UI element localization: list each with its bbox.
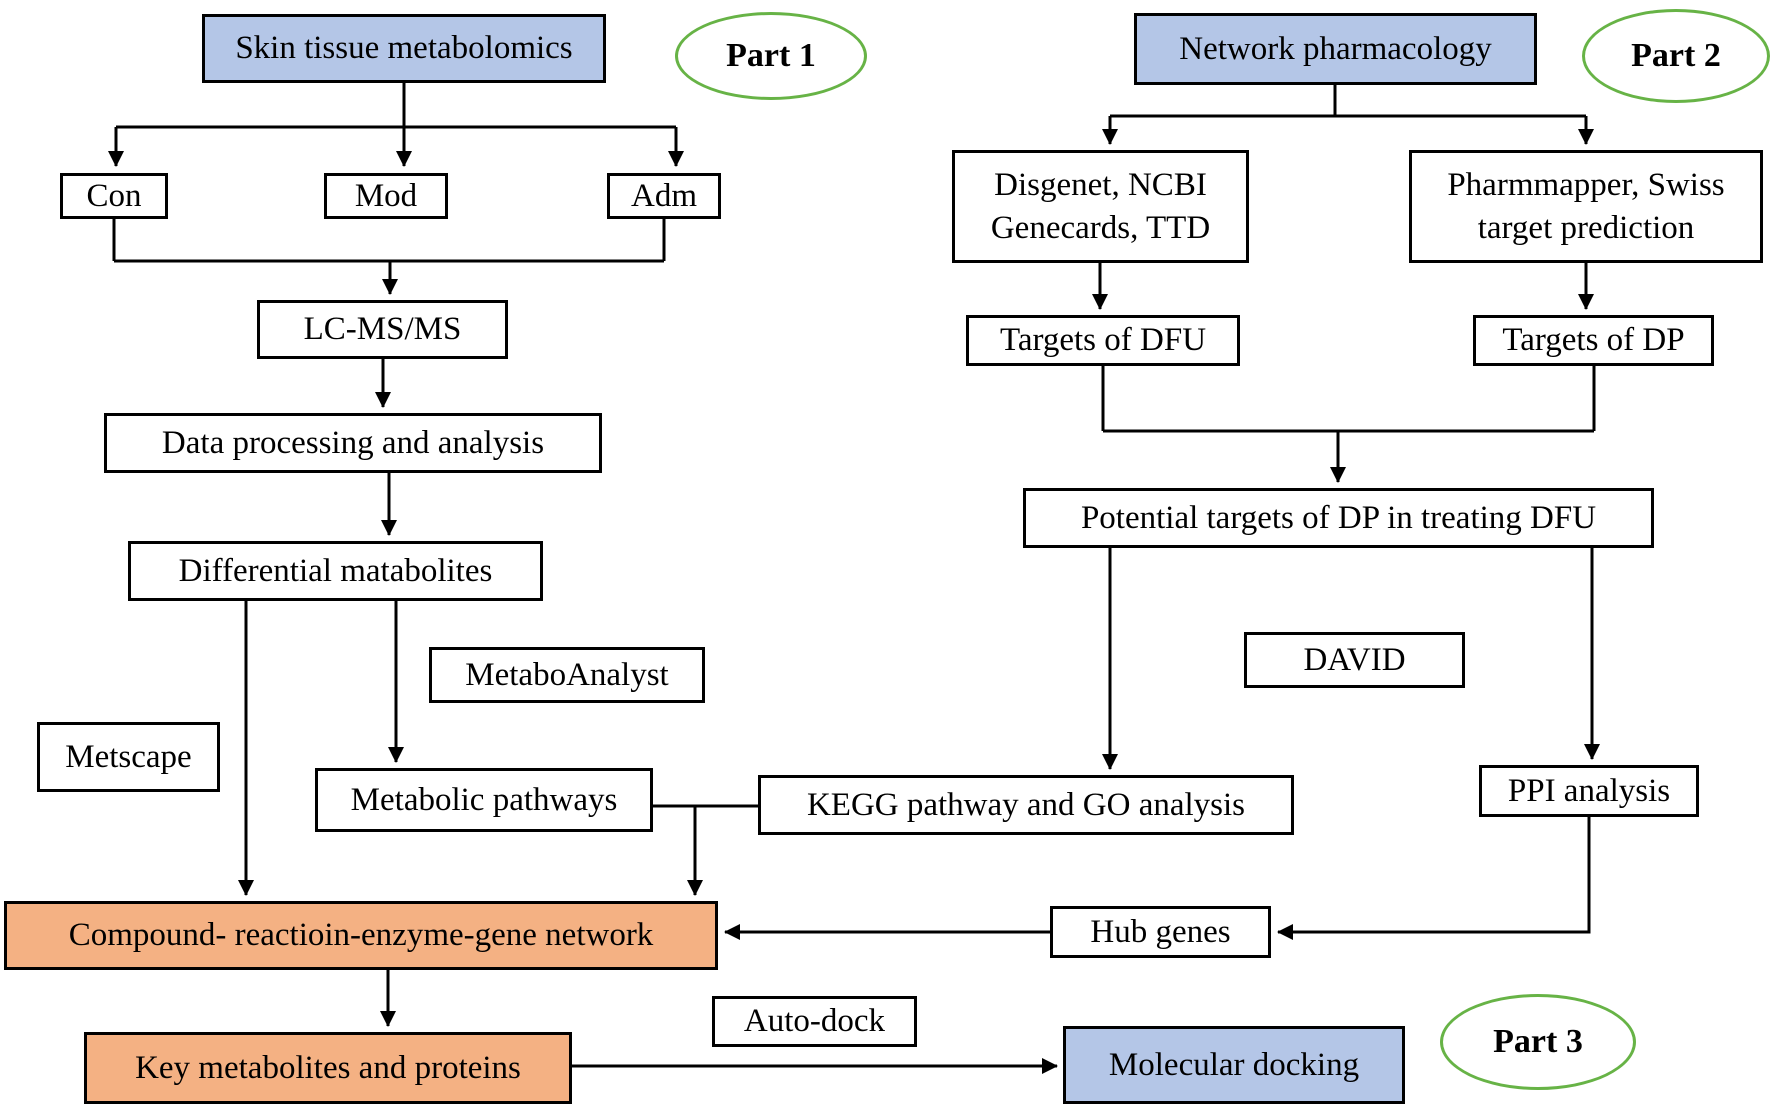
- node-molecular-docking: Molecular docking: [1063, 1026, 1405, 1104]
- node-ppi-analysis: PPI analysis: [1479, 765, 1699, 817]
- node-label: Data processing and analysis: [161, 424, 545, 461]
- node-label: Disgenet, NCBI Genecards, TTD: [990, 166, 1211, 246]
- node-label: PPI analysis: [1507, 772, 1671, 809]
- part2-badge: Part 2: [1582, 9, 1770, 103]
- node-label: Metscape: [65, 738, 192, 775]
- node-label: Compound- reactioin-enzyme-gene network: [68, 917, 654, 954]
- node-target-prediction-tools: Pharmmapper, Swiss target prediction: [1409, 150, 1763, 263]
- node-label: KEGG pathway and GO analysis: [806, 786, 1246, 823]
- node-label: Targets of DFU: [999, 322, 1207, 359]
- node-label: Metabolic pathways: [350, 781, 618, 818]
- node-label: Adm: [631, 177, 697, 214]
- node-label: Con: [86, 177, 142, 214]
- node-autodock-tool: Auto-dock: [712, 996, 917, 1047]
- node-label: Potential targets of DP in treating DFU: [1080, 499, 1597, 536]
- node-potential-targets: Potential targets of DP in treating DFU: [1023, 488, 1654, 548]
- node-label: MetaboAnalyst: [465, 656, 669, 693]
- part1-label: Part 1: [726, 37, 816, 74]
- node-label: Key metabolites and proteins: [135, 1049, 521, 1086]
- node-label: Molecular docking: [1108, 1046, 1360, 1083]
- node-label: Hub genes: [1090, 913, 1231, 950]
- node-label: LC-MS/MS: [303, 311, 462, 348]
- node-network-pharmacology: Network pharmacology: [1134, 13, 1537, 85]
- part2-label: Part 2: [1631, 37, 1721, 74]
- part3-badge: Part 3: [1440, 994, 1636, 1090]
- node-hub-genes: Hub genes: [1050, 906, 1271, 958]
- part3-label: Part 3: [1493, 1023, 1583, 1060]
- node-kegg-go-analysis: KEGG pathway and GO analysis: [758, 775, 1294, 835]
- node-differential-metabolites: Differential matabolites: [128, 541, 543, 601]
- node-david-tool: DAVID: [1244, 632, 1465, 688]
- node-skin-tissue-metabolomics: Skin tissue metabolomics: [202, 14, 606, 83]
- node-label: Auto-dock: [743, 1003, 886, 1040]
- node-adm-group: Adm: [607, 173, 721, 219]
- node-metabolic-pathways: Metabolic pathways: [315, 768, 653, 832]
- node-metscape-tool: Metscape: [37, 722, 220, 792]
- node-data-processing: Data processing and analysis: [104, 413, 602, 473]
- node-label: DAVID: [1303, 641, 1406, 678]
- node-label: Pharmmapper, Swiss target prediction: [1447, 166, 1725, 246]
- part1-badge: Part 1: [675, 12, 867, 100]
- node-targets-of-dp: Targets of DP: [1473, 315, 1714, 366]
- node-label: Targets of DP: [1502, 322, 1685, 359]
- node-label: Differential matabolites: [178, 552, 493, 589]
- node-disease-databases: Disgenet, NCBI Genecards, TTD: [952, 150, 1249, 263]
- node-targets-of-dfu: Targets of DFU: [966, 315, 1240, 366]
- node-mod-group: Mod: [324, 173, 448, 219]
- node-label: Network pharmacology: [1179, 30, 1492, 67]
- node-metaboanalyst-tool: MetaboAnalyst: [429, 647, 705, 703]
- node-compound-reaction-enzyme-gene-network: Compound- reactioin-enzyme-gene network: [4, 901, 718, 970]
- node-label: Skin tissue metabolomics: [235, 30, 573, 67]
- node-con-group: Con: [60, 173, 168, 219]
- node-key-metabolites-proteins: Key metabolites and proteins: [84, 1032, 572, 1104]
- node-lc-ms-ms: LC-MS/MS: [257, 300, 508, 359]
- edge-ppi-to-hubgenes: [1277, 817, 1591, 940]
- node-label: Mod: [354, 177, 418, 214]
